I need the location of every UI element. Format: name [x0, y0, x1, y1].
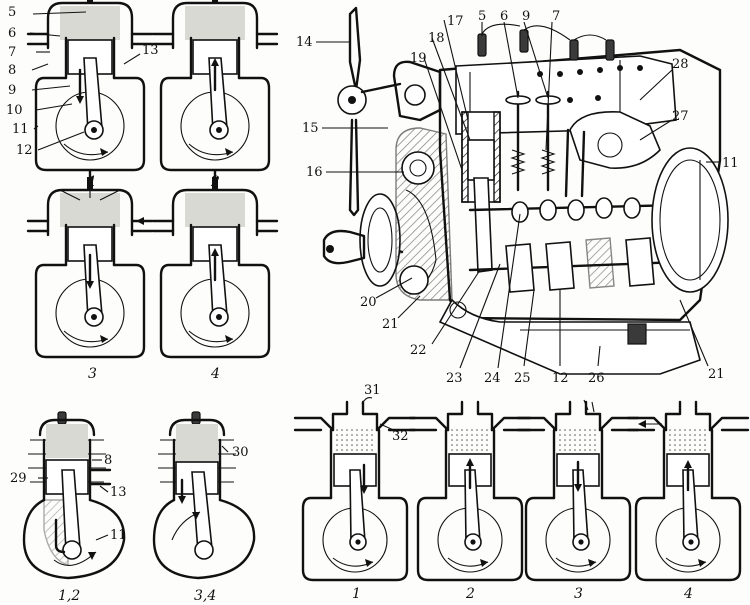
label-18: 18	[428, 31, 445, 46]
label-13-bottom: 13	[110, 485, 127, 500]
twostroke-engine-3-4	[152, 411, 256, 580]
label-7-left: 7	[8, 45, 16, 60]
caption-top-2: 2	[210, 174, 220, 190]
label-8-bottom: 8	[104, 453, 112, 468]
label-5-main: 5	[478, 9, 486, 24]
valve-cycle-3	[516, 399, 640, 582]
label-11-bottom: 11	[110, 528, 127, 543]
fourstroke-cycle-1	[26, 0, 154, 172]
label-11-main: 11	[722, 156, 739, 171]
label-24: 24	[484, 371, 501, 386]
fourstroke-cycle-3	[26, 167, 154, 359]
label-13-top: 13	[142, 43, 159, 58]
label-27: 27	[672, 109, 689, 124]
fourstroke-cycle-4	[136, 167, 279, 359]
fourstroke-cycle-2	[151, 0, 279, 172]
label-6-left: 6	[8, 26, 16, 41]
spark-plugs	[477, 23, 615, 61]
caption-bottom-3: 3	[574, 586, 583, 602]
caption-top-4: 4	[210, 366, 220, 382]
caption-bottom-1: 1	[352, 586, 361, 602]
label-12-left: 12	[16, 143, 33, 158]
label-15: 15	[302, 121, 319, 136]
label-14: 14	[296, 35, 313, 50]
label-5-left: 5	[8, 5, 16, 20]
label-12-main: 12	[552, 371, 569, 386]
valve-cycle-4	[626, 400, 750, 582]
label-30: 30	[232, 445, 249, 460]
fan-blade	[348, 6, 362, 92]
valve-cycle-1	[293, 397, 417, 582]
top-left-leaders	[29, 11, 141, 151]
camshaft-lobes	[511, 197, 641, 223]
label-7-main: 7	[552, 9, 560, 24]
main-leaders	[316, 19, 720, 369]
sub-figure-captions: 1 2 3 4 1,2 3,4 1 2 3 4	[58, 174, 693, 604]
caption-1-2: 1,2	[58, 588, 80, 604]
label-23: 23	[446, 371, 463, 386]
label-20: 20	[360, 295, 377, 310]
label-26: 26	[588, 371, 605, 386]
label-32: 32	[392, 429, 409, 444]
label-17: 17	[447, 14, 464, 29]
label-8-left: 8	[8, 63, 16, 78]
label-29: 29	[10, 471, 27, 486]
label-11-left: 11	[12, 122, 29, 137]
label-10: 10	[6, 103, 23, 118]
label-9-main: 9	[522, 9, 530, 24]
head-bolts	[537, 65, 643, 103]
label-21-right: 21	[708, 367, 725, 382]
caption-top-1: 1	[88, 174, 97, 190]
label-28: 28	[672, 57, 689, 72]
caption-bottom-2: 2	[465, 586, 475, 602]
caption-top-3: 3	[88, 366, 97, 382]
label-9-left: 9	[8, 83, 16, 98]
twostroke-engine-1-2	[22, 411, 126, 580]
label-31: 31	[364, 383, 381, 398]
label-16: 16	[306, 165, 323, 180]
part-number-labels: 5 6 7 8 9 10 11 12 13 14 15 16 17 18 19 …	[6, 5, 739, 543]
label-25: 25	[514, 371, 531, 386]
label-19: 19	[410, 51, 427, 66]
caption-bottom-4: 4	[683, 586, 693, 602]
label-21-left: 21	[382, 317, 399, 332]
caption-3-4: 3,4	[194, 588, 216, 604]
label-22: 22	[410, 343, 427, 358]
valve-cycle-2	[408, 400, 532, 582]
label-6-main: 6	[500, 9, 508, 24]
